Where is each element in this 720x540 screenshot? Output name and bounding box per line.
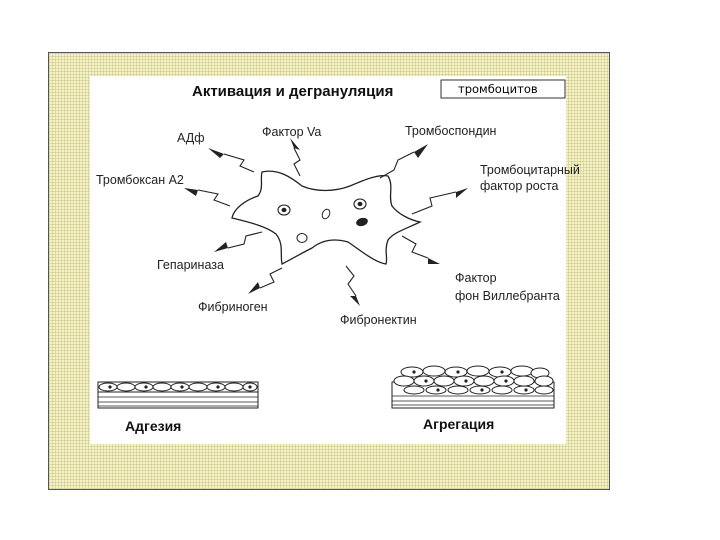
label-adf: АДф [177, 131, 205, 145]
label-thromboxane: Тромбоксан А2 [96, 173, 184, 187]
label-fibrinogen: Фибриноген [198, 300, 268, 314]
aggregation-illustration [391, 365, 555, 409]
label-factor-va: Фактор Va [262, 125, 321, 139]
label-vwf-2: фон Виллебранта [455, 289, 560, 303]
label-growth-factor-2: фактор роста [480, 179, 559, 193]
label-fibronectin: Фибронектин [340, 313, 417, 327]
title-suffix: тромбоцитов [458, 82, 538, 96]
title-suffix-box [440, 79, 566, 99]
label-growth-factor-1: Тромбоцитарный [480, 163, 580, 177]
label-vwf-1: Фактор [455, 271, 497, 285]
granules [277, 198, 368, 243]
adhesion-illustration [97, 381, 259, 409]
label-heparinase: Гепариназа [157, 258, 224, 272]
caption-adhesion: Адгезия [125, 418, 181, 434]
caption-aggregation: Агрегация [423, 416, 494, 432]
label-thrombospondin: Тромбоспондин [405, 124, 497, 138]
release-arrows [184, 138, 468, 306]
title-main: Активация и дегрануляция [192, 83, 393, 100]
